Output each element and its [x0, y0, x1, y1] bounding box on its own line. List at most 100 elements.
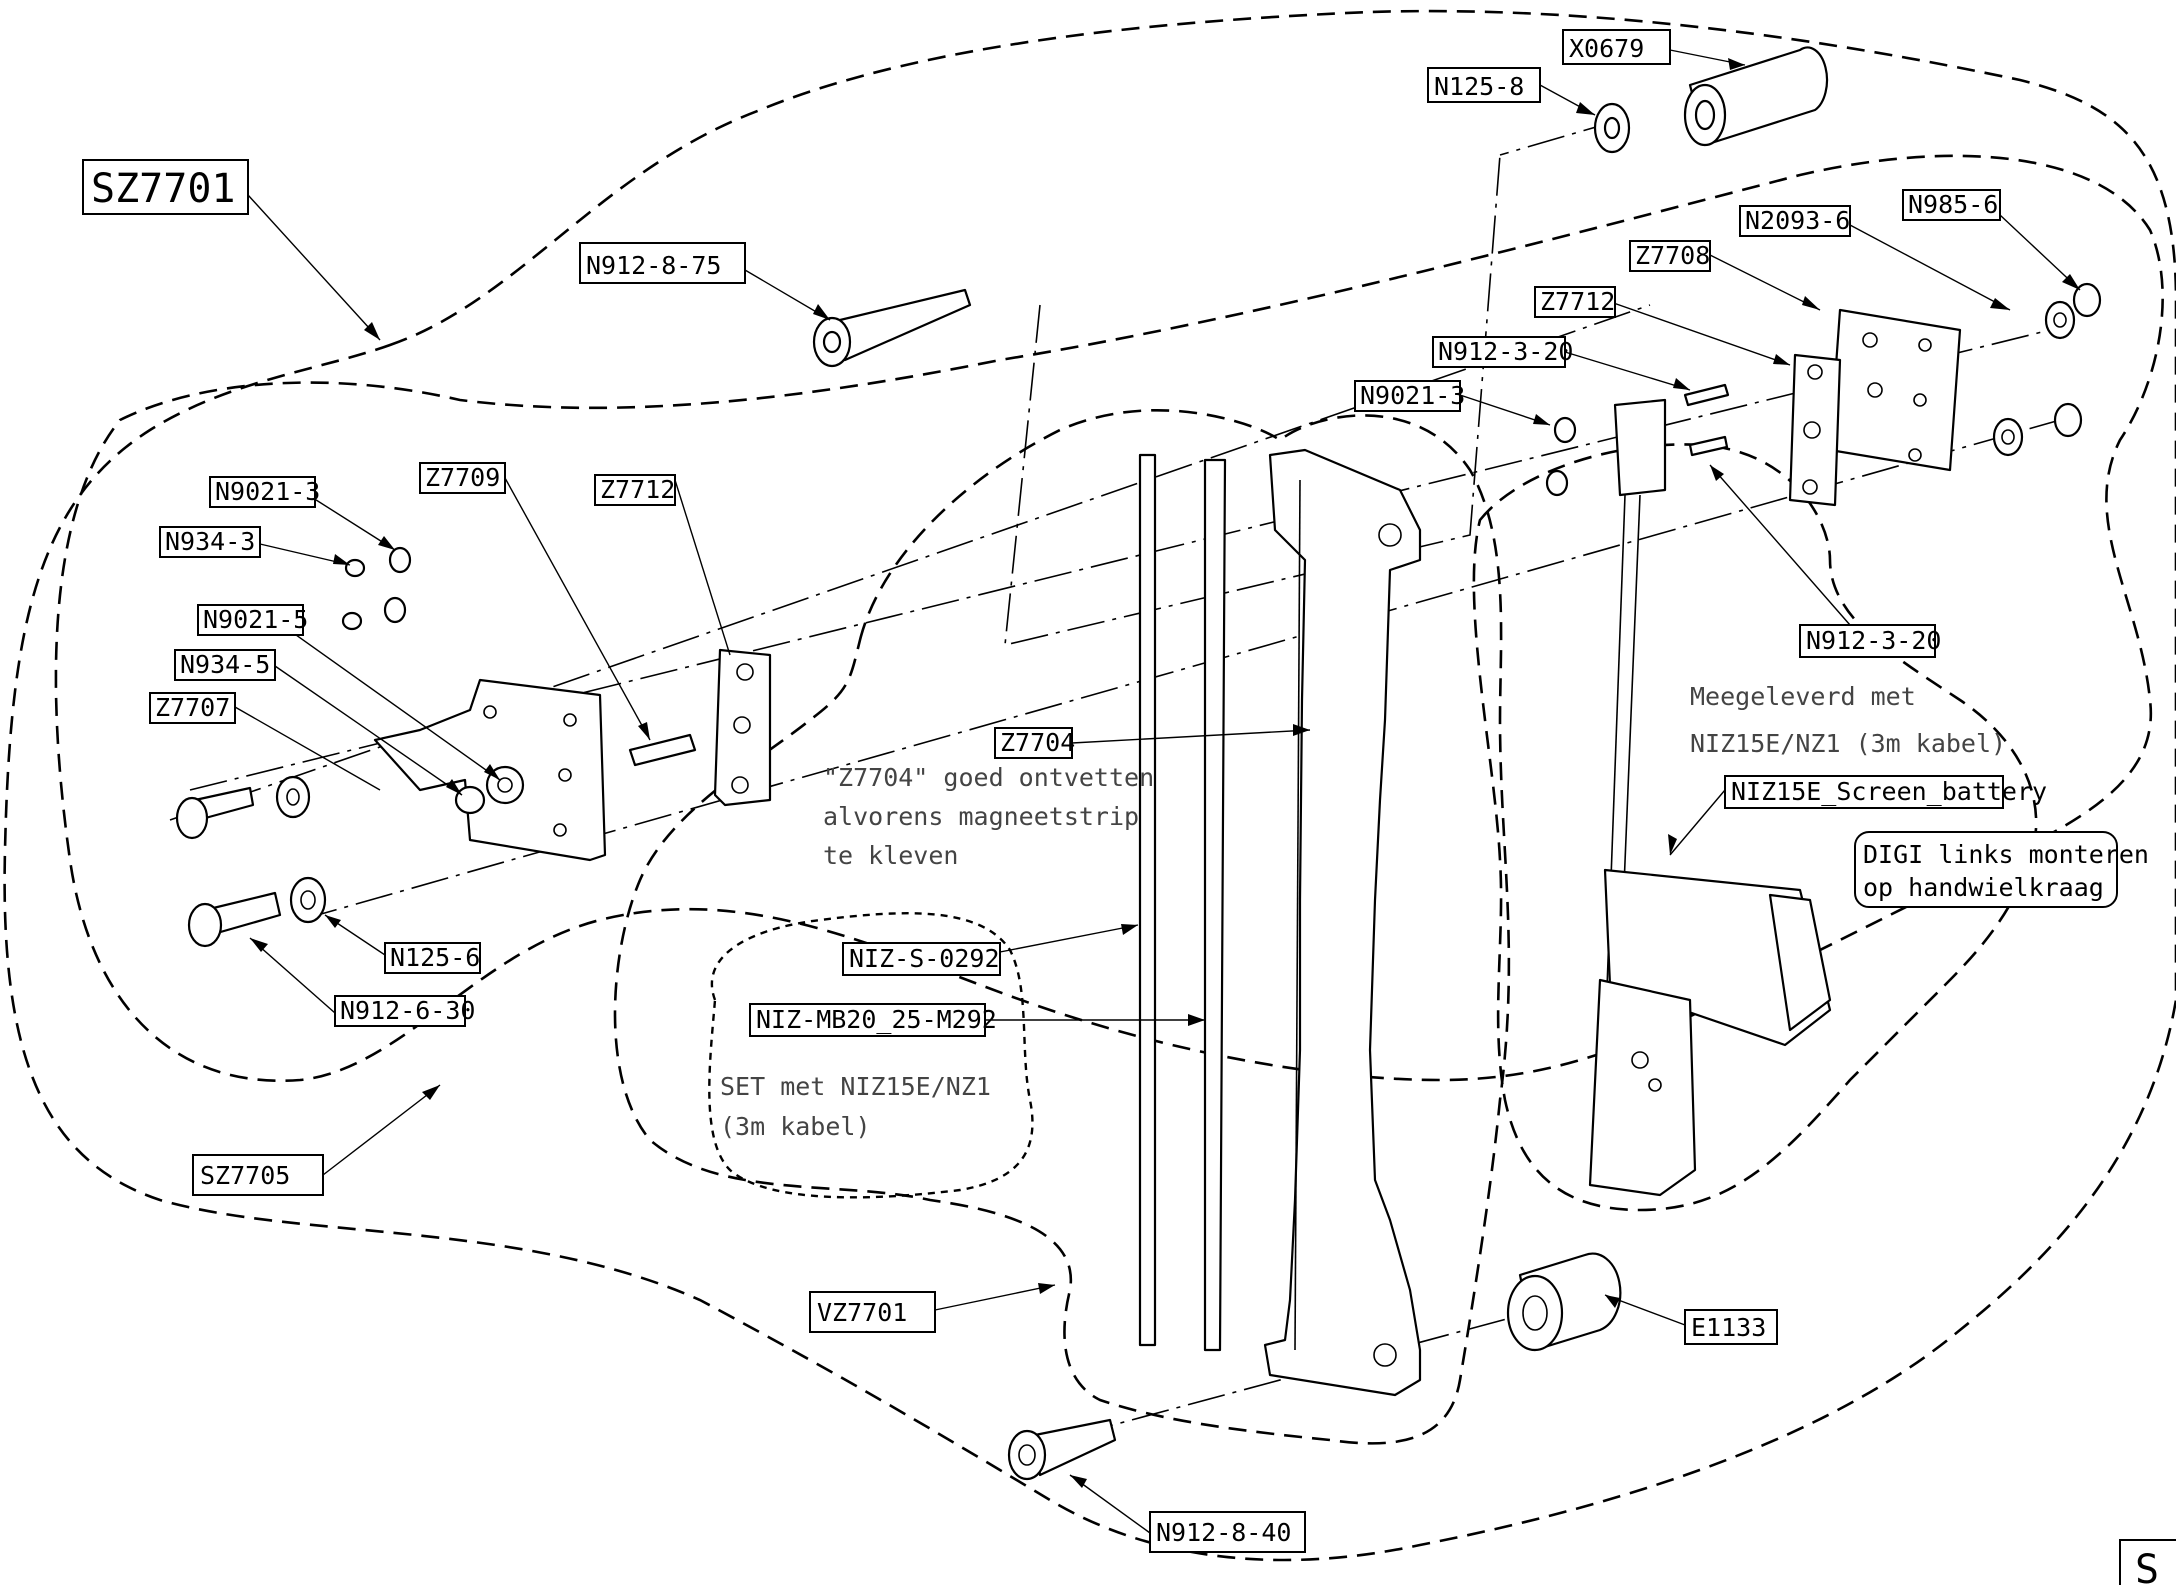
svg-text:SZ7705: SZ7705: [200, 1161, 290, 1190]
label-niz15e-screen-battery: NIZ15E_Screen_battery: [1724, 775, 2047, 809]
spacer-x0679: [1683, 46, 1829, 147]
svg-text:Z7712: Z7712: [600, 475, 675, 504]
washer-n125-8: [1593, 102, 1631, 154]
label-z7709: Z7709: [419, 462, 506, 494]
label-sz7705: SZ7705: [192, 1154, 324, 1196]
screw-n912-3-20: [1683, 383, 1730, 457]
note-degrease: "Z7704" goed ontvetten alvorens magneets…: [823, 763, 1154, 870]
spacer-e1133: [1506, 1252, 1622, 1352]
note-digi-mounting: DIGI links monteren op handwielkraag: [1854, 831, 2149, 908]
label-z7708: Z7708: [1629, 240, 1711, 272]
boundary-digi-display: [1472, 443, 2038, 1212]
boundary-set-niz15e: [708, 912, 1034, 1199]
svg-text:alvorens magneetstrip: alvorens magneetstrip: [823, 802, 1139, 831]
svg-text:"Z7704" goed ontvetten: "Z7704" goed ontvetten: [823, 763, 1154, 792]
svg-text:N912-3-20: N912-3-20: [1438, 337, 1573, 366]
nut-n985-6: [1992, 282, 2102, 457]
label-n912-6-30: N912-6-30: [334, 995, 475, 1027]
svg-text:SET met NIZ15E/NZ1: SET met NIZ15E/NZ1: [720, 1072, 991, 1101]
label-n912-8-40: N912-8-40: [1149, 1511, 1306, 1553]
svg-text:op handwielkraag: op handwielkraag: [1863, 873, 2104, 902]
svg-text:Meegeleverd met: Meegeleverd met: [1690, 682, 1916, 711]
svg-text:Z7708: Z7708: [1635, 241, 1710, 270]
svg-text:E1133: E1133: [1691, 1313, 1766, 1342]
svg-text:S: S: [2135, 1547, 2159, 1585]
washer-n125-6-upper: [275, 775, 311, 819]
svg-text:N912-8-75: N912-8-75: [586, 251, 721, 280]
svg-text:NIZ-S-0292: NIZ-S-0292: [849, 944, 1000, 973]
svg-text:NIZ-MB20_25-M292: NIZ-MB20_25-M292: [756, 1005, 997, 1034]
label-corner-tab: S: [2119, 1539, 2176, 1585]
display-niz15e-screen-battery: [1588, 868, 1832, 1197]
svg-text:N934-3: N934-3: [165, 527, 255, 556]
label-n912-3-20-bottom: N912-3-20: [1799, 624, 1941, 658]
plate-z7712-right: [1788, 353, 1842, 507]
label-z7707: Z7707: [149, 692, 236, 724]
bracket-z7708: [1828, 308, 1962, 472]
label-sz7701: SZ7701: [82, 159, 249, 215]
svg-text:N9021-3: N9021-3: [1360, 381, 1465, 410]
pin-z7709: [628, 733, 697, 767]
boundary-sz7701: [3, 9, 2176, 1562]
nut-n934-5: [454, 785, 486, 815]
washer-n9021-3-right: [1545, 416, 1577, 497]
washer-n125-6: [289, 876, 327, 924]
svg-text:N9021-3: N9021-3: [215, 477, 320, 506]
note-supplied-with: Meegeleverd met NIZ15E/NZ1 (3m kabel): [1690, 682, 2006, 758]
strip-niz-mb20-25-m292: [1203, 458, 1227, 1352]
label-n2093-6: N2093-6: [1739, 205, 1851, 237]
nut-n934-3: [341, 558, 366, 631]
bolt-n912-8-75: [812, 288, 972, 368]
svg-text:X0679: X0679: [1569, 34, 1644, 63]
svg-text:NIZ15E_Screen_battery: NIZ15E_Screen_battery: [1731, 777, 2047, 806]
svg-text:(3m kabel): (3m kabel): [720, 1112, 871, 1141]
label-niz-s-0292: NIZ-S-0292: [842, 942, 1001, 976]
svg-text:N125-6: N125-6: [390, 943, 480, 972]
strip-niz-s-0292: [1138, 453, 1157, 1347]
label-n934-5: N934-5: [174, 649, 276, 681]
label-n9021-3-left: N9021-3: [209, 476, 320, 508]
carrier-z7704: [1263, 448, 1422, 1397]
leader-arrowheads: [250, 58, 2080, 1488]
label-n912-8-75: N912-8-75: [579, 242, 746, 284]
label-n125-6: N125-6: [384, 942, 481, 974]
label-n912-3-20-top: N912-3-20: [1432, 336, 1573, 368]
label-e1133: E1133: [1684, 1309, 1778, 1345]
label-vz7701: VZ7701: [809, 1291, 936, 1333]
bolt-n912-8-40: [1007, 1418, 1117, 1481]
plate-z7712-left: [713, 648, 772, 807]
svg-text:N912-6-30: N912-6-30: [340, 996, 475, 1025]
svg-text:VZ7701: VZ7701: [817, 1298, 907, 1327]
svg-text:N912-8-40: N912-8-40: [1156, 1518, 1291, 1547]
label-z7712-left: Z7712: [594, 474, 676, 506]
svg-text:DIGI links monteren: DIGI links monteren: [1863, 840, 2149, 869]
boundary-vz7701: [613, 409, 1511, 1445]
svg-text:N934-5: N934-5: [180, 650, 270, 679]
svg-text:NIZ15E/NZ1 (3m kabel): NIZ15E/NZ1 (3m kabel): [1690, 729, 2006, 758]
washer-n9021-3-left: [383, 546, 412, 624]
svg-text:SZ7701: SZ7701: [91, 166, 236, 212]
note-set-with: SET met NIZ15E/NZ1 (3m kabel): [720, 1072, 991, 1141]
bolt-n912-6-upper: [175, 786, 255, 840]
boundary-sz7705: [54, 154, 2164, 1083]
label-n934-3: N934-3: [159, 526, 261, 558]
svg-text:N985-6: N985-6: [1908, 190, 1998, 219]
svg-text:Z7704: Z7704: [1000, 728, 1075, 757]
label-z7704: Z7704: [994, 727, 1075, 759]
svg-text:te kleven: te kleven: [823, 841, 958, 870]
bolt-n912-6-30: [187, 891, 282, 948]
svg-text:N2093-6: N2093-6: [1745, 206, 1850, 235]
label-n125-8: N125-8: [1427, 67, 1541, 103]
svg-text:N912-3-20: N912-3-20: [1806, 626, 1941, 655]
label-n9021-3-right: N9021-3: [1354, 380, 1465, 412]
label-z7712-right: Z7712: [1534, 286, 1616, 318]
svg-text:Z7707: Z7707: [155, 693, 230, 722]
svg-text:N9021-5: N9021-5: [203, 605, 308, 634]
svg-text:Z7712: Z7712: [1540, 287, 1615, 316]
svg-text:N125-8: N125-8: [1434, 72, 1524, 101]
label-n985-6: N985-6: [1902, 189, 2001, 221]
svg-text:Z7709: Z7709: [425, 463, 500, 492]
label-niz-mb20-25-m292: NIZ-MB20_25-M292: [749, 1003, 997, 1037]
label-x0679: X0679: [1562, 29, 1671, 65]
